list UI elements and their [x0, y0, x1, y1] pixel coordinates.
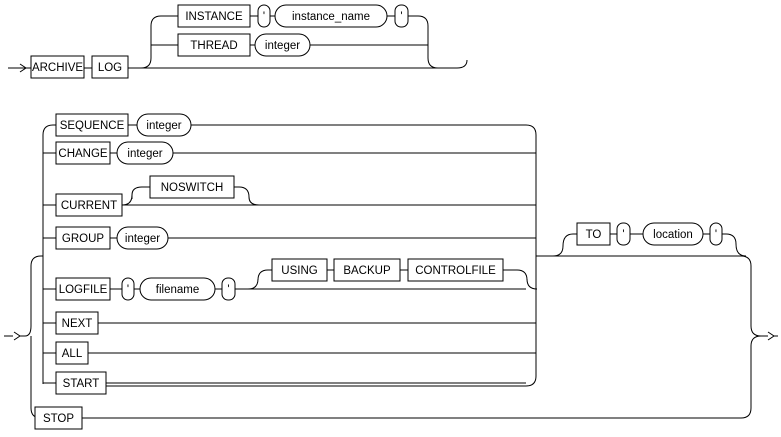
all-keyword: ALL	[62, 348, 83, 360]
location-variable-box	[642, 222, 704, 246]
thread-integer-variable-box	[254, 33, 311, 57]
using-keyword-box	[271, 258, 328, 282]
change-integer-variable: integer	[127, 148, 162, 160]
quote-close-filename-text: '	[227, 284, 229, 296]
all-keyword-box	[55, 341, 89, 365]
sequence-integer-variable-box	[136, 113, 192, 137]
instance-keyword-box	[177, 4, 251, 28]
quote-open-filename-text: '	[127, 284, 129, 296]
instance-name-variable: instance_name	[292, 11, 370, 23]
quote-open-location-text: '	[622, 229, 624, 241]
entry-arrow	[19, 63, 27, 73]
group-integer-variable-box	[116, 226, 169, 250]
thread-keyword: THREAD	[190, 40, 237, 52]
log-keyword: LOG	[98, 62, 122, 74]
quote-open-instance-text: '	[263, 11, 265, 23]
quote-open-location	[616, 222, 631, 246]
group-keyword: GROUP	[62, 233, 105, 245]
filename-variable-box	[139, 277, 216, 301]
sequence-keyword: SEQUENCE	[60, 120, 125, 132]
location-variable: location	[653, 229, 693, 241]
thread-keyword-box	[177, 33, 251, 57]
quote-open-filename	[121, 277, 135, 301]
archive-keyword: ARCHIVE	[32, 62, 83, 74]
bottom-section	[4, 124, 778, 419]
change-keyword-box	[55, 141, 111, 165]
change-integer-variable-box	[116, 141, 174, 165]
filename-variable: filename	[156, 284, 199, 296]
end-arrow	[767, 331, 775, 341]
line-end-arrow	[456, 59, 468, 69]
quote-close-instance	[394, 4, 409, 28]
instance-keyword: INSTANCE	[185, 11, 243, 23]
to-keyword-box	[576, 222, 611, 246]
start-keyword-box	[55, 371, 107, 395]
to-keyword: TO	[586, 229, 602, 241]
group-integer-variable: integer	[125, 233, 160, 245]
change-keyword: CHANGE	[58, 148, 108, 160]
thread-integer-variable: integer	[265, 40, 300, 52]
backup-keyword-box	[333, 258, 401, 282]
controlfile-keyword-box	[407, 258, 504, 282]
group-keyword-box	[55, 226, 111, 250]
quote-close-filename	[221, 277, 236, 301]
quote-close-location-text: '	[715, 229, 717, 241]
current-keyword: CURRENT	[61, 200, 117, 212]
entry-arrow-2	[13, 331, 21, 341]
next-keyword-box	[55, 311, 99, 335]
logfile-keyword: LOGFILE	[59, 284, 108, 296]
noswitch-keyword-box	[149, 175, 235, 199]
current-keyword-box	[55, 193, 123, 217]
top-section	[8, 15, 468, 73]
using-keyword: USING	[281, 265, 317, 277]
stop-keyword: STOP	[43, 413, 74, 425]
quote-close-instance-text: '	[400, 11, 402, 23]
sequence-keyword-box	[55, 113, 129, 137]
archive-keyword-box	[30, 55, 85, 79]
log-keyword-box	[91, 55, 129, 79]
noswitch-keyword: NOSWITCH	[161, 182, 224, 194]
instance-name-variable-box	[274, 4, 388, 28]
next-keyword: NEXT	[62, 318, 93, 330]
stop-keyword-box	[34, 406, 83, 430]
controlfile-keyword: CONTROLFILE	[415, 265, 496, 277]
quote-close-location	[709, 222, 723, 246]
logfile-keyword-box	[55, 277, 111, 301]
sequence-integer-variable: integer	[146, 120, 181, 132]
start-keyword: START	[63, 378, 100, 390]
backup-keyword: BACKUP	[343, 265, 391, 277]
quote-open-instance	[257, 4, 271, 28]
